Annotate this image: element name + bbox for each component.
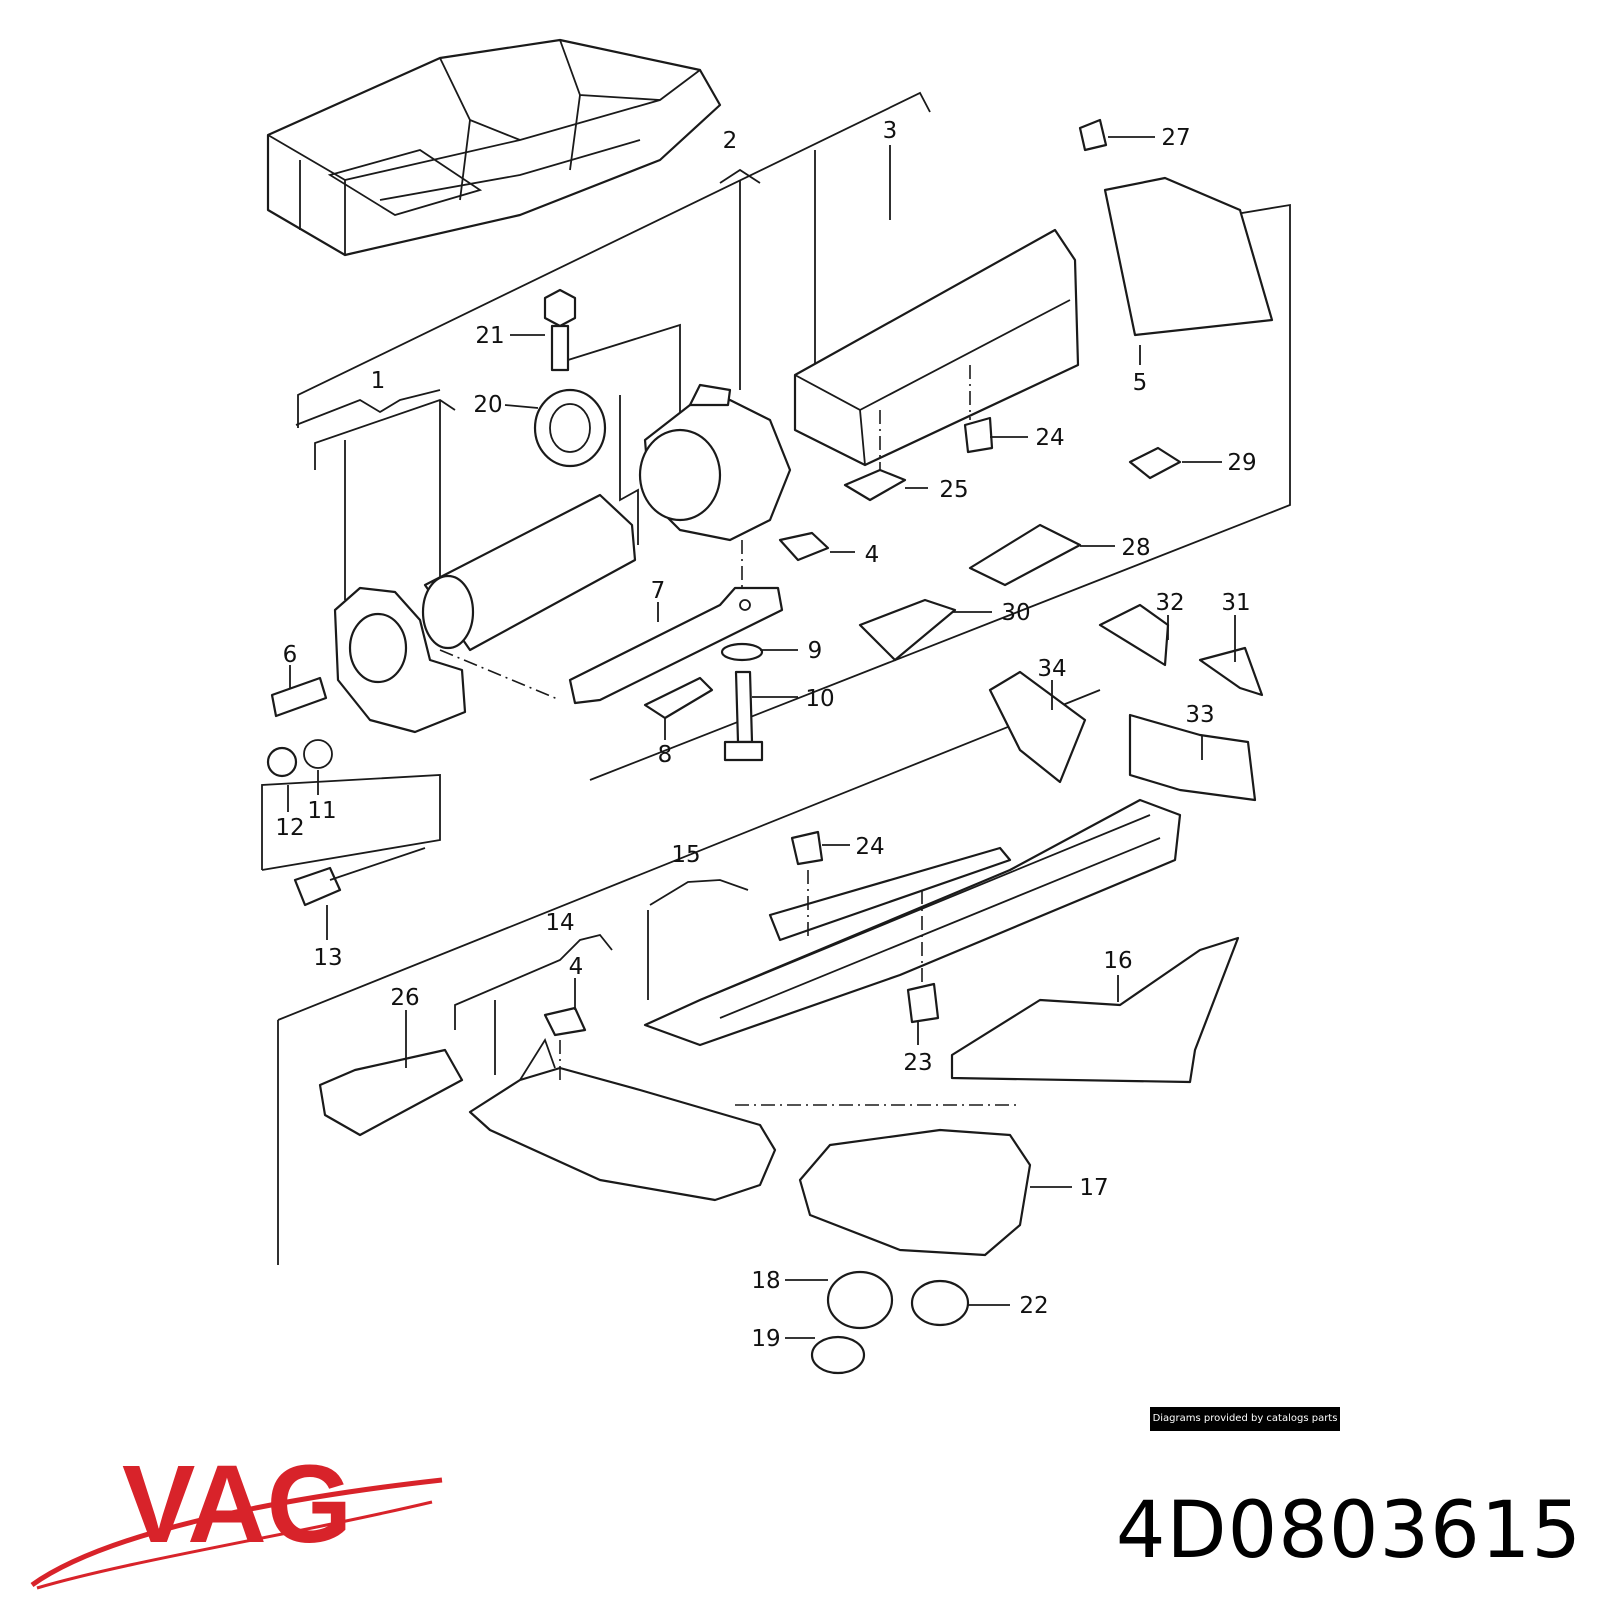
part-30-bracket [858,598,957,662]
callout-31: 31 [1221,590,1250,616]
part-18-clip [826,1270,894,1330]
brand-swoosh [30,1477,443,1588]
part-2-tube [793,228,1080,467]
callout-24: 24 [1035,425,1064,451]
part-24b-grommet [790,830,824,866]
callout-16: 16 [1103,948,1132,974]
callout-32: 32 [1155,590,1184,616]
part-26-bracket [318,1048,464,1137]
callout-3: 3 [883,118,898,144]
part-4b-clip [543,1006,587,1037]
part-29-mount [1128,446,1182,480]
part-19-clip [810,1335,866,1375]
callout-23: 23 [903,1050,932,1076]
part-27-plug [1078,118,1108,152]
callout-29: 29 [1227,450,1256,476]
callout-22: 22 [1019,1293,1048,1319]
callout-28: 28 [1121,535,1150,561]
relation-lines [439,365,1020,1106]
callout-10: 10 [805,686,834,712]
part-34-bracket [988,670,1087,784]
part-number: 4D0803615 [1115,1486,1582,1576]
callout-9: 9 [808,638,823,664]
part-13-eye [293,866,342,907]
part-12-nut [266,746,298,778]
part-23-grommet [906,982,940,1024]
part-22-clip [910,1279,970,1327]
diagram-credit-label: Diagrams provided by catalogs parts [1150,1407,1340,1431]
callout-11: 11 [307,798,336,824]
part-14-member [468,1037,777,1202]
hardware-parts [266,118,1274,1024]
part-15-sill [643,798,1182,1047]
part-9-washer [720,642,764,662]
part-5-bracket [1103,176,1274,337]
callout-17: 17 [1079,1175,1108,1201]
callout-18: 18 [751,1268,780,1294]
part-16-panel [950,936,1240,1084]
callout-24-lower: 24 [855,834,884,860]
callout-7: 7 [651,578,666,604]
callout-13: 13 [313,945,342,971]
callout-30: 30 [1001,600,1030,626]
brand-swoosh-lower [36,1500,433,1590]
callout-15: 15 [671,842,700,868]
fasteners-lower [810,1270,970,1375]
callout-labels: 1 2 3 4 4 5 6 7 8 9 10 11 12 13 14 15 16… [275,118,1256,1352]
callout-1: 1 [371,368,386,394]
group-brackets [261,91,1291,1265]
part-17-panel [798,1128,1032,1257]
part-24-grommet [963,416,994,454]
part-1-housing [638,383,792,542]
callout-25: 25 [939,477,968,503]
callout-14: 14 [545,910,574,936]
callout-4: 4 [865,542,880,568]
callout-20: 20 [473,392,502,418]
part-6-stud [270,676,328,718]
part-28-plate [968,523,1082,587]
brand-name: VAG [122,1443,352,1566]
callout-5: 5 [1133,370,1148,396]
part-11-washer [303,739,333,769]
part-1-bracket [333,586,467,734]
part-33-panel [1128,713,1257,802]
callout-6: 6 [283,642,298,668]
brand-logo: VAG [30,1443,443,1590]
callout-33: 33 [1185,702,1214,728]
part-25-clip [843,468,907,502]
car-body-shell [266,38,722,257]
callout-4-lower: 4 [569,954,584,980]
part-8-pin [643,676,714,720]
callout-19: 19 [751,1326,780,1352]
callout-8: 8 [658,742,673,768]
callout-26: 26 [390,985,419,1011]
part-1-cylinder [421,493,637,652]
part-20-clamp [533,388,607,468]
callout-34: 34 [1037,656,1066,682]
part-7-arm [568,586,784,705]
leader-lines [287,136,1236,1339]
callout-2: 2 [723,128,738,154]
callout-21: 21 [475,323,504,349]
part-21-bolt [543,288,577,372]
part-4-clip [778,531,830,562]
callout-27: 27 [1161,125,1190,151]
part-10-bolt [734,670,754,744]
part-31-bracket [1198,646,1264,697]
callout-12: 12 [275,815,304,841]
